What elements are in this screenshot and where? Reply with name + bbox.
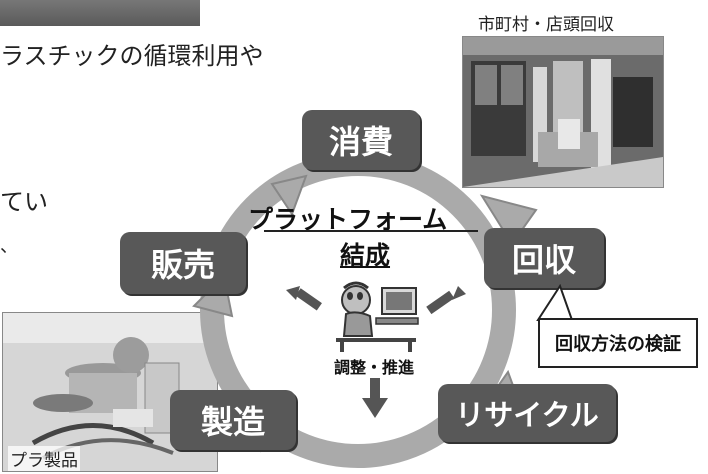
cycle-arrowhead-to-consume bbox=[270, 174, 308, 217]
node-consume: 消費 bbox=[302, 110, 420, 170]
intro-text: ラスチックの循環利用や bbox=[0, 42, 264, 70]
arrow-up-left bbox=[286, 286, 300, 300]
node-sell: 販売 bbox=[120, 232, 246, 294]
platform-underline bbox=[264, 230, 478, 232]
product-photo-caption: プラ製品 bbox=[8, 446, 80, 471]
node-manufacture: 製造 bbox=[170, 390, 296, 450]
platform-heading: プラットフォーム bbox=[248, 205, 448, 234]
cycle-arrowhead-to-collect bbox=[479, 194, 538, 246]
slide-title-bar bbox=[0, 0, 200, 26]
node-recycle: リサイクル bbox=[438, 384, 616, 442]
side-text-fragment-2: 、 bbox=[0, 236, 18, 257]
callout-verify-collection-method: 回収方法の検証 bbox=[538, 318, 698, 368]
center-arrows bbox=[286, 286, 466, 418]
node-collect: 回収 bbox=[484, 228, 604, 288]
arrow-up-right bbox=[452, 286, 466, 300]
arrow-down bbox=[370, 378, 380, 400]
person-at-computer-icon bbox=[336, 281, 419, 352]
side-text-fragment: てい bbox=[0, 188, 48, 216]
coordination-label: 調整・推進 bbox=[334, 358, 415, 377]
collection-photo-caption: 市町村・店頭回収 bbox=[478, 15, 614, 35]
collection-photo bbox=[462, 36, 664, 188]
platform-subheading: 結成 bbox=[340, 241, 391, 270]
